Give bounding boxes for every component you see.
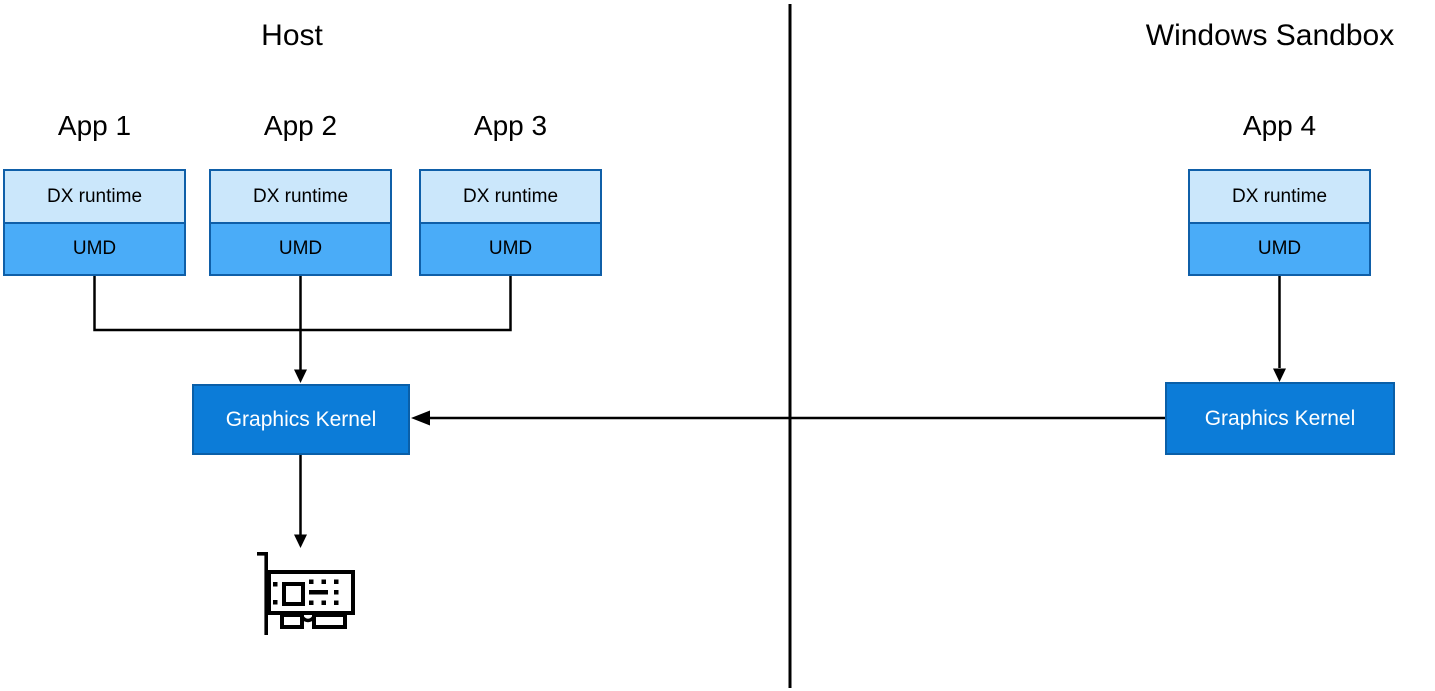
app1-label: App 1 [57,110,132,141]
app2-umd-box: UMD [211,222,390,274]
gpu-bracket-bar [264,552,268,635]
app3-label: App 3 [473,110,548,141]
host-graphics-kernel-box: Graphics Kernel [192,384,410,455]
app2-label: App 2 [263,110,338,141]
gpu-notch [300,614,316,623]
gpu-bracket-tab [257,552,268,556]
app3-dx-runtime-box: DX runtime [421,171,600,222]
sandbox-graphics-kernel-box: Graphics Kernel [1165,382,1395,455]
app1-box: DX runtime UMD [3,169,186,276]
app1-dx-runtime-box: DX runtime [5,171,184,222]
gpu-chip [282,582,305,606]
gpu-connector-left [280,613,304,629]
host-section-title: Host [261,19,323,52]
gpu-connector-right [312,613,347,629]
sandbox-section-title: Windows Sandbox [1145,19,1395,52]
arrowhead-into-sandbox-kernel [1273,368,1286,382]
app2-box: DX runtime UMD [209,169,392,276]
app3-box: DX runtime UMD [419,169,602,276]
arrowhead-into-host-kernel [294,369,307,383]
gpu-card-icon [257,552,355,635]
app4-dx-runtime-box: DX runtime [1190,171,1369,222]
app3-umd-box: UMD [421,222,600,274]
arrowhead-into-host-kernel-side [411,410,430,426]
app4-umd-box: UMD [1190,222,1369,274]
app4-box: DX runtime UMD [1188,169,1371,276]
app2-dx-runtime-box: DX runtime [211,171,390,222]
app4-label: App 4 [1242,110,1317,141]
bus-line [93,276,512,332]
app1-umd-box: UMD [5,222,184,274]
